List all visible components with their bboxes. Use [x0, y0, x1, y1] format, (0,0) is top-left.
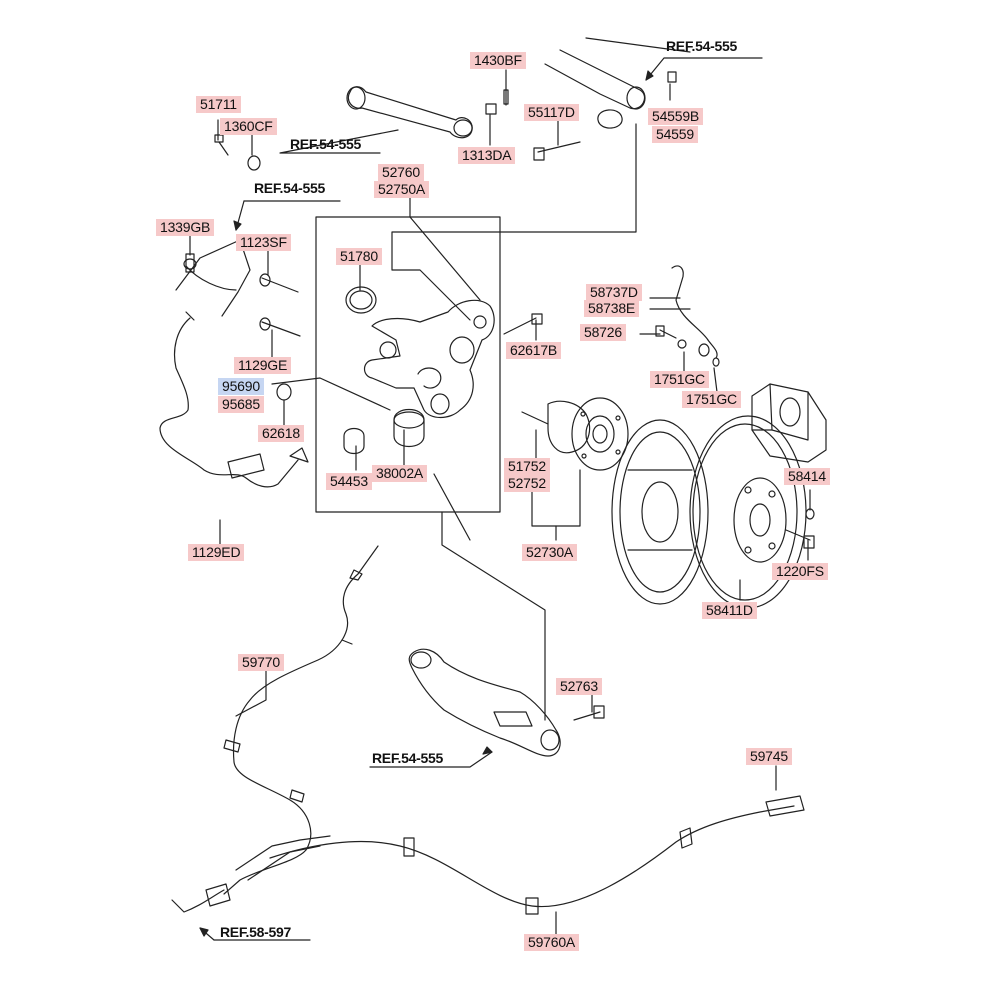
part-label-1430BF: 1430BF	[470, 52, 526, 69]
part-label-52763: 52763	[556, 678, 602, 695]
brake-backing-plate	[611, 419, 709, 605]
part-label-62617B: 62617B	[506, 342, 562, 359]
part-label-1123SF: 1123SF	[236, 234, 291, 251]
part-label-1313DA: 1313DA	[458, 147, 516, 164]
part-label-54453: 54453	[326, 473, 372, 490]
part-label-52760: 52760	[378, 164, 424, 181]
part-label-59760A: 59760A	[524, 934, 580, 951]
wheel-speed-sensor-cable	[159, 311, 309, 488]
part-label-1360CF: 1360CF	[220, 118, 277, 135]
part-label-62618: 62618	[258, 425, 304, 442]
part-label-59745: 59745	[746, 748, 792, 765]
part-label-58738E: 58738E	[584, 300, 640, 317]
part-label-1220FS: 1220FS	[772, 563, 828, 580]
parking-cable-59760A	[171, 795, 805, 915]
lower-control-arm	[408, 648, 605, 757]
ref-label-lower-arm: REF.54-555	[372, 750, 443, 766]
rear-knuckle	[345, 286, 495, 419]
ref-label-mid-left: REF.54-555	[254, 180, 325, 196]
part-label-38002A: 38002A	[372, 465, 428, 482]
part-label-58411D: 58411D	[702, 602, 757, 619]
part-label-1751GC-b: 1751GC	[682, 391, 741, 408]
part-label-51752: 51752	[504, 458, 550, 475]
sensor-bracket	[175, 239, 251, 317]
part-label-58726: 58726	[580, 324, 626, 341]
part-label-55117D: 55117D	[524, 104, 579, 121]
top-fasteners	[214, 71, 677, 171]
part-label-52750A: 52750A	[374, 181, 430, 198]
part-label-54559: 54559	[652, 126, 698, 143]
part-label-95685: 95685	[218, 396, 264, 413]
part-label-1129GE: 1129GE	[234, 357, 292, 374]
knuckle-group-box	[315, 216, 501, 513]
part-label-59770: 59770	[238, 654, 284, 671]
hub-bearing-assembly	[521, 397, 629, 471]
parking-cable-59770	[223, 545, 379, 895]
part-label-52752: 52752	[504, 475, 550, 492]
brake-caliper	[655, 265, 827, 463]
part-label-1339GB: 1339GB	[156, 219, 215, 236]
part-label-1129ED: 1129ED	[188, 544, 245, 561]
part-label-52730A: 52730A	[522, 544, 578, 561]
ref-label-top-right: REF.54-555	[666, 38, 737, 54]
part-label-51711: 51711	[196, 96, 241, 113]
upper-control-arm	[346, 37, 691, 139]
reference-arrows	[199, 57, 763, 941]
part-label-1751GC-a: 1751GC	[650, 371, 709, 388]
part-label-95690[interactable]: 95690	[218, 378, 264, 395]
part-label-58737D: 58737D	[586, 284, 642, 301]
knuckle-fasteners	[259, 273, 543, 455]
part-label-51780: 51780	[336, 248, 382, 265]
ref-label-parking-brake: REF.58-597	[220, 924, 291, 940]
part-label-54559B: 54559B	[648, 108, 704, 125]
ref-label-top-left: REF.54-555	[290, 136, 361, 152]
part-label-58414: 58414	[784, 468, 830, 485]
